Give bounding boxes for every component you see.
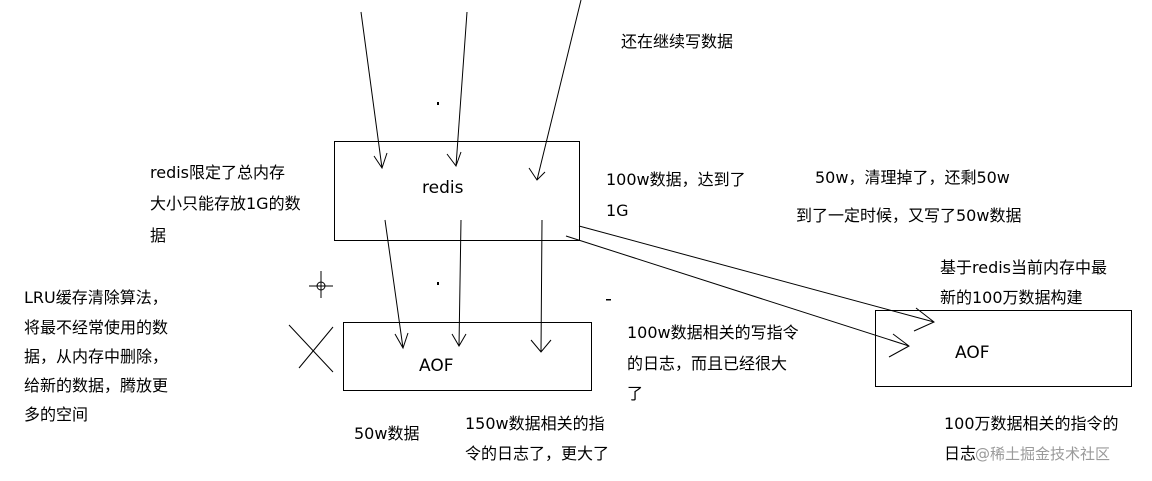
write-arrow-middle <box>446 11 468 168</box>
top-note: 还在继续写数据 <box>621 32 734 51</box>
lru-line-1: LRU缓存清除算法， <box>24 288 168 307</box>
log-100w-line-1: 100w数据相关的写指令 <box>627 323 799 342</box>
aof-arrow-middle <box>451 219 467 347</box>
rebuild-line-2: 新的100万数据构建 <box>940 288 1083 307</box>
aof-arrow-left <box>384 219 409 350</box>
lru-line-3: 据，从内存中删除， <box>24 347 169 366</box>
rebuild-line-1: 基于redis当前内存中最 <box>940 258 1108 277</box>
log-100w-line-2: 的日志，而且已经很大 <box>627 354 788 373</box>
write-more-note: 到了一定时候，又写了50w数据 <box>796 206 1022 225</box>
rewrite-arrow-upper <box>578 225 935 332</box>
aof-left-label: AOF <box>419 356 454 376</box>
aof-left-box <box>343 322 592 391</box>
log-150w-line-2: 令的日志了，更大了 <box>465 444 610 463</box>
redis-box <box>334 141 580 241</box>
cleanup-50w-note: 50w，清理掉了，还剩50w <box>815 168 1010 187</box>
log-100wan-line-1: 100万数据相关的指令的 <box>944 414 1119 433</box>
redis-limit-line-1: redis限定了总内存 <box>150 163 286 182</box>
log-150w-line-1: 150w数据相关的指 <box>465 414 605 433</box>
data-50w-note: 50w数据 <box>354 424 420 443</box>
lru-line-2: 将最不经常使用的数 <box>24 318 169 337</box>
write-arrow-right <box>528 0 582 181</box>
log-100w-line-3: 了 <box>627 384 644 403</box>
data-100w-line-2: 1G <box>606 201 629 220</box>
rewrite-arrow-lower <box>565 235 910 358</box>
data-100w-line-1: 100w数据，达到了 <box>606 170 746 189</box>
redis-limit-line-3: 据 <box>150 226 167 245</box>
crosshair-mark <box>309 271 333 298</box>
aof-arrow-right <box>530 219 552 353</box>
redis-box-label: redis <box>422 178 464 198</box>
aof-right-label: AOF <box>955 343 990 363</box>
lru-line-5: 多的空间 <box>24 405 89 424</box>
cross-mark <box>288 324 334 373</box>
write-arrow-left <box>360 11 388 170</box>
lru-line-4: 给新的数据，腾放更 <box>24 376 169 395</box>
watermark: @稀土掘金技术社区 <box>975 445 1111 463</box>
log-100wan-line-2: 日志 <box>944 444 977 463</box>
aof-right-box <box>875 310 1132 387</box>
redis-limit-line-2: 大小只能存放1G的数 <box>150 194 301 213</box>
